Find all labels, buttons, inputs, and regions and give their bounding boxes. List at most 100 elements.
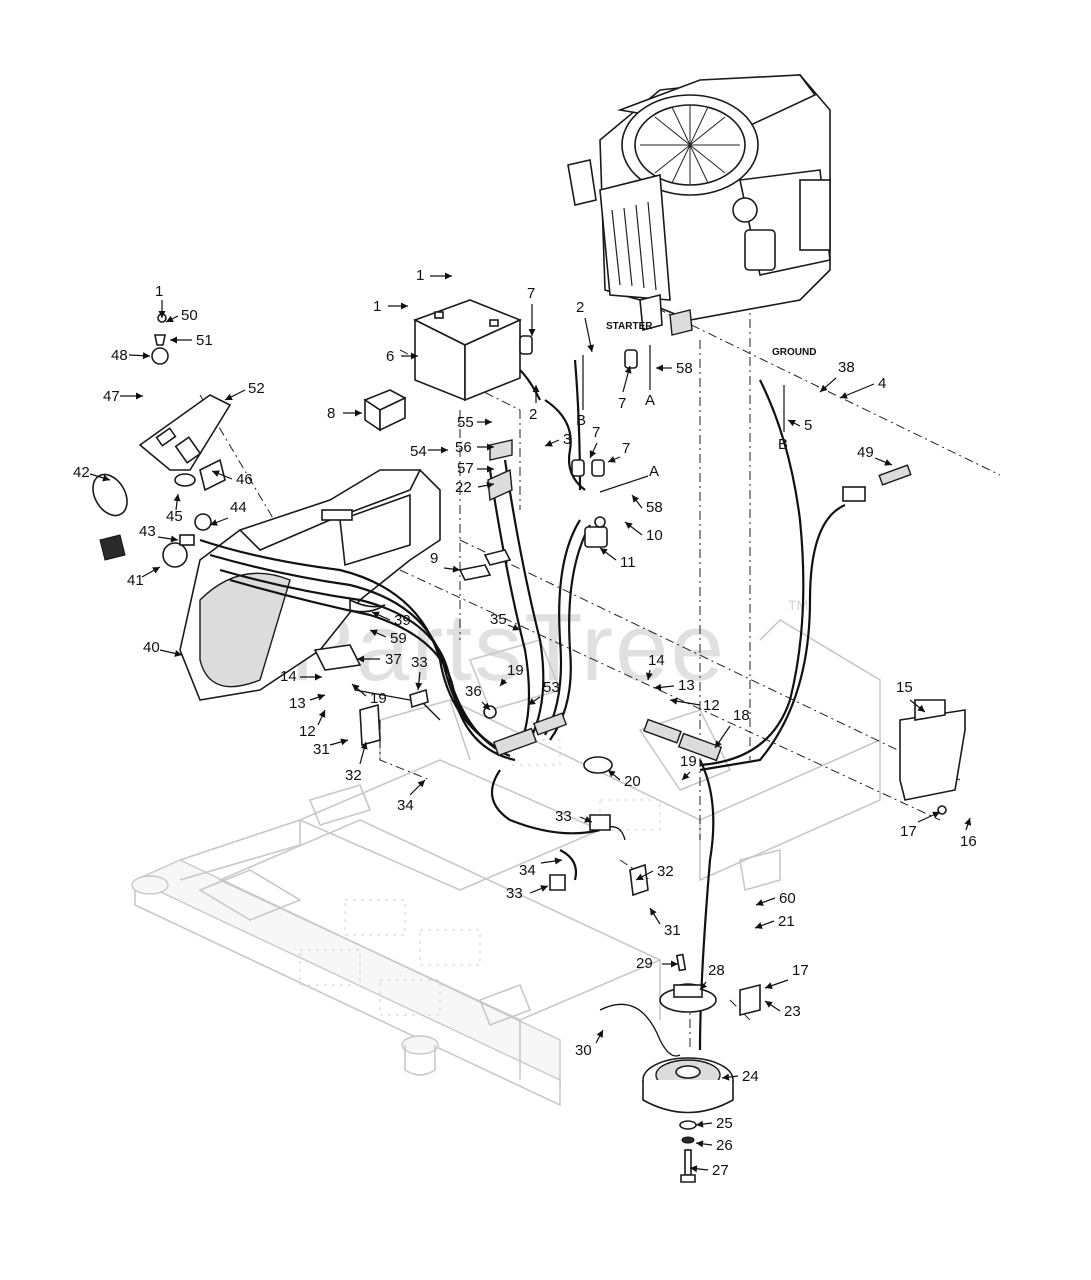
callout-1b: 1 xyxy=(373,298,408,315)
callout-46: 46 xyxy=(211,470,253,488)
callout-arrowhead xyxy=(352,684,360,692)
callout-arrowhead xyxy=(884,459,892,466)
callout-number: 58 xyxy=(676,360,693,377)
small-parts xyxy=(313,335,966,1017)
callout-number: 37 xyxy=(385,651,402,668)
callout-32b: 32 xyxy=(635,863,674,881)
callout-number: 43 xyxy=(139,523,156,540)
callout-56: 56 xyxy=(455,439,494,456)
callout-32: 32 xyxy=(345,741,368,784)
callout-arrowhead xyxy=(820,384,828,392)
callout-number: 8 xyxy=(327,405,335,422)
callout-7b: 7 xyxy=(618,365,632,412)
callout-number: 28 xyxy=(708,962,725,979)
callout-arrowhead xyxy=(715,740,722,748)
callout-number: 12 xyxy=(299,723,316,740)
callout-number: 3 xyxy=(563,431,571,448)
callout-45: 45 xyxy=(166,493,183,525)
callout-number: 19 xyxy=(507,662,524,679)
callout-arrowhead xyxy=(765,982,773,990)
callout-arrowhead xyxy=(690,1165,698,1173)
callout-58: 58 xyxy=(656,360,693,377)
callout-number: 39 xyxy=(394,612,411,629)
callout-number: 1 xyxy=(373,298,381,315)
callout-arrowhead xyxy=(671,960,678,968)
callout-number: 33 xyxy=(506,885,523,902)
wire-labels: STARTER GROUND B A B A xyxy=(576,321,816,493)
callout-number: 32 xyxy=(345,767,362,784)
callout-number: 50 xyxy=(181,307,198,324)
connector-a-label-2: A xyxy=(649,463,659,480)
chassis-frame xyxy=(131,618,881,1107)
callout-number: 7 xyxy=(622,440,630,457)
callout-53: 53 xyxy=(527,679,560,706)
callout-40: 40 xyxy=(143,639,183,657)
callout-52: 52 xyxy=(224,380,265,401)
callout-arrowhead xyxy=(540,885,548,892)
callout-arrowhead xyxy=(136,392,143,400)
callout-number: 5 xyxy=(804,417,812,434)
connector-b-label-2: B xyxy=(778,436,788,453)
ground-label: GROUND xyxy=(772,347,816,358)
callout-8: 8 xyxy=(327,405,362,422)
callout-arrowhead xyxy=(152,567,160,574)
callout-14: 14 xyxy=(645,652,665,681)
callout-42: 42 xyxy=(73,464,111,482)
callout-15: 15 xyxy=(896,679,926,713)
callout-19c: 19 xyxy=(680,753,697,781)
callout-25: 25 xyxy=(695,1115,733,1132)
callout-arrowhead xyxy=(340,738,348,746)
wiring-harness xyxy=(199,359,846,1057)
callout-arrowhead xyxy=(417,780,425,788)
callout-number: 60 xyxy=(779,890,796,907)
callout-number: 31 xyxy=(664,922,681,939)
callout-arrowhead xyxy=(632,495,640,503)
callout-12b: 12 xyxy=(299,709,326,740)
callout-arrowhead xyxy=(102,474,110,482)
callout-arrowhead xyxy=(917,704,925,712)
callout-arrowhead xyxy=(788,420,796,427)
callout-number: 7 xyxy=(618,395,626,412)
callout-arrowhead xyxy=(700,982,707,990)
callout-number: 18 xyxy=(733,707,750,724)
callout-arrowhead xyxy=(554,857,562,865)
callout-19b: 19 xyxy=(351,683,387,707)
callout-21: 21 xyxy=(754,913,795,930)
callout-13b: 13 xyxy=(289,693,326,712)
callout-arrowhead xyxy=(650,908,657,916)
callout-9: 9 xyxy=(430,550,461,573)
callout-number: 10 xyxy=(646,527,663,544)
callout-arrowhead xyxy=(584,816,592,823)
callout-arrowhead xyxy=(587,344,595,352)
callout-arrowhead xyxy=(142,352,150,360)
callout-number: 17 xyxy=(792,962,809,979)
callout-arrowhead xyxy=(596,1030,603,1038)
callout-number: 26 xyxy=(716,1137,733,1154)
callout-number: 36 xyxy=(465,683,482,700)
callout-arrowhead xyxy=(512,624,520,631)
callout-arrowhead xyxy=(212,470,220,477)
callout-arrowhead xyxy=(528,698,536,705)
callout-number: 51 xyxy=(196,332,213,349)
callout-arrowhead xyxy=(452,565,460,573)
callout-54: 54 xyxy=(410,443,448,460)
callout-arrowhead xyxy=(210,519,218,526)
callout-arrowhead xyxy=(932,811,940,819)
callout-39: 39 xyxy=(371,611,411,629)
callout-number: 41 xyxy=(127,572,144,589)
callout-7: 7 xyxy=(527,285,536,336)
callout-number: 19 xyxy=(370,690,387,707)
callout-arrowhead xyxy=(765,1001,773,1008)
callout-arrowhead xyxy=(486,481,494,489)
callout-number: 32 xyxy=(657,863,674,880)
callout-51: 51 xyxy=(170,332,213,349)
callout-59: 59 xyxy=(369,629,407,647)
callout-arrowhead xyxy=(500,678,508,686)
callout-55: 55 xyxy=(457,414,492,431)
callout-arrowhead xyxy=(170,535,178,543)
callout-number: 23 xyxy=(784,1003,801,1020)
callout-11: 11 xyxy=(599,547,636,571)
callout-number: 9 xyxy=(430,550,438,567)
callout-number: 14 xyxy=(648,652,665,669)
callout-16: 16 xyxy=(960,817,977,850)
